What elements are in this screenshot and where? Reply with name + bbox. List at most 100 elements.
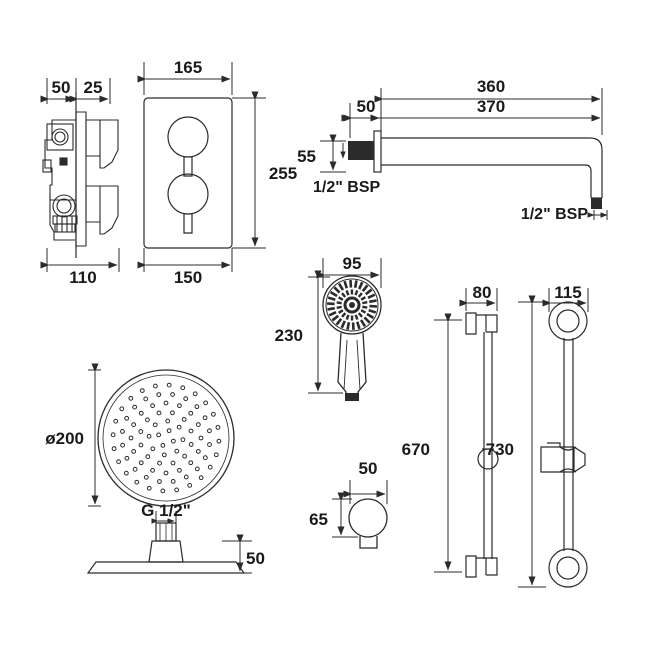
shower-head-nozzle: [176, 424, 182, 430]
dim-label-50-head: 50: [246, 549, 265, 568]
spray-slot: [363, 316, 371, 324]
dim-label-370: 370: [477, 97, 505, 116]
shower-head-nozzle: [176, 467, 182, 473]
arm-outlet-thread: [591, 198, 602, 209]
spray-slot: [327, 306, 336, 311]
index-mark: [59, 157, 68, 166]
view-valve-side: [42, 92, 119, 258]
dim-label-65: 65: [309, 510, 328, 529]
shower-head-nozzle: [163, 400, 169, 406]
spray-slot: [341, 312, 347, 318]
arm-wall-flange: [373, 130, 382, 173]
inlet-port-upper: [46, 123, 74, 151]
shower-head-nozzle: [111, 446, 117, 452]
spray-slot: [357, 312, 363, 318]
shower-head-nozzle: [124, 415, 130, 421]
spray-slot: [357, 292, 363, 298]
spray-slot: [345, 314, 350, 320]
spray-slot: [337, 282, 345, 291]
arm-inlet-thread: [348, 141, 374, 160]
shower-head-nozzle: [143, 396, 149, 402]
spray-slot: [343, 280, 349, 289]
thread-label-inlet: 1/2" BSP: [313, 179, 381, 196]
shower-head-nozzle: [203, 400, 209, 406]
dim-label-110: 110: [69, 268, 96, 287]
handset-handle-edge-l: [343, 339, 348, 391]
shower-head-nozzle: [165, 418, 171, 424]
upper-knob-lever[interactable]: [183, 157, 193, 177]
shower-head-nozzle: [194, 466, 200, 472]
dim-label-25: 25: [84, 78, 103, 97]
ceiling-plate: [86, 561, 246, 574]
shower-head-nozzle: [192, 391, 198, 397]
rail-r-holder-notch-top: [559, 446, 577, 451]
shower-head-nozzle: [110, 432, 116, 438]
shower-head-nozzle: [207, 428, 212, 434]
view-valve-front: [143, 97, 233, 249]
inlet-port-upper-thread: [54, 131, 66, 143]
wall-outlet-spigot: [359, 536, 378, 549]
shower-head-nozzle: [170, 460, 176, 466]
shower-head-nozzle: [120, 429, 125, 434]
shower-head-nozzle: [215, 424, 221, 430]
valve-faceplate: [143, 97, 233, 249]
upper-control-knob[interactable]: [167, 116, 209, 158]
view-rail-right: [540, 301, 588, 588]
outlet-lower-outline: [49, 196, 75, 241]
lower-control-knob[interactable]: [167, 173, 209, 215]
rail-l-bracket-bot-plate: [465, 555, 477, 578]
dims-wall-outlet: [332, 480, 388, 538]
dim-label-80: 80: [473, 283, 492, 302]
spray-slot: [336, 305, 342, 309]
dims-shower-arm: [320, 88, 608, 220]
shower-head-nozzle: [166, 428, 172, 434]
shower-head-nozzle: [132, 466, 138, 472]
rail-r-bracket-top-inner: [556, 309, 580, 333]
spray-slot: [367, 293, 376, 299]
dims-handset: [308, 258, 382, 394]
shower-head-nozzle: [170, 410, 175, 416]
shower-head-nozzle: [194, 404, 200, 410]
dim-label-50-outlet: 50: [359, 459, 378, 478]
shower-head-nozzle: [207, 442, 212, 447]
shower-head-nozzle: [139, 388, 145, 393]
shower-head-nozzle: [213, 452, 219, 458]
shower-head-nozzle: [188, 442, 194, 447]
shower-head-nozzle: [138, 442, 144, 448]
shower-head-nozzle: [116, 459, 121, 465]
spray-slot: [335, 317, 343, 326]
handset-hose-thread: [345, 393, 359, 401]
arm-tube-inner: [381, 164, 592, 198]
shower-head-nozzle: [123, 470, 129, 476]
shower-head-nozzle: [131, 448, 137, 454]
shower-head-nozzle: [207, 464, 213, 470]
shower-head-nozzle: [195, 448, 201, 454]
dim-label-dia200: ø200: [45, 429, 84, 448]
outlet-collar-b: [54, 223, 76, 233]
handle-lower: [85, 185, 119, 235]
lower-knob-lever[interactable]: [183, 214, 193, 234]
spray-slot: [327, 296, 336, 302]
spray-center-dot: [349, 302, 355, 308]
view-handset: [322, 275, 382, 401]
arm-tube-outer: [381, 137, 603, 198]
shower-head-nozzle: [119, 406, 125, 412]
dim-label-95: 95: [343, 254, 362, 273]
shower-head-nozzle: [188, 460, 194, 466]
view-shower-head: [86, 369, 246, 574]
shower-head-nozzle: [138, 460, 144, 466]
rail-r-holder-lug: [547, 442, 561, 447]
shower-head-nozzle: [198, 435, 204, 441]
shower-head-nozzle: [156, 392, 162, 397]
shower-head-nozzle: [166, 382, 172, 388]
dims-valve-side: [40, 78, 120, 272]
shower-head-nozzle: [202, 415, 208, 421]
handset-handle-edge-r: [356, 339, 361, 391]
dim-label-670: 670: [402, 440, 430, 459]
shower-head-nozzle: [134, 479, 140, 485]
shower-head-inner: [102, 374, 230, 502]
shower-head-nozzle: [170, 392, 175, 397]
shower-head-nozzle: [138, 429, 144, 434]
shower-head-nozzle: [161, 452, 167, 458]
